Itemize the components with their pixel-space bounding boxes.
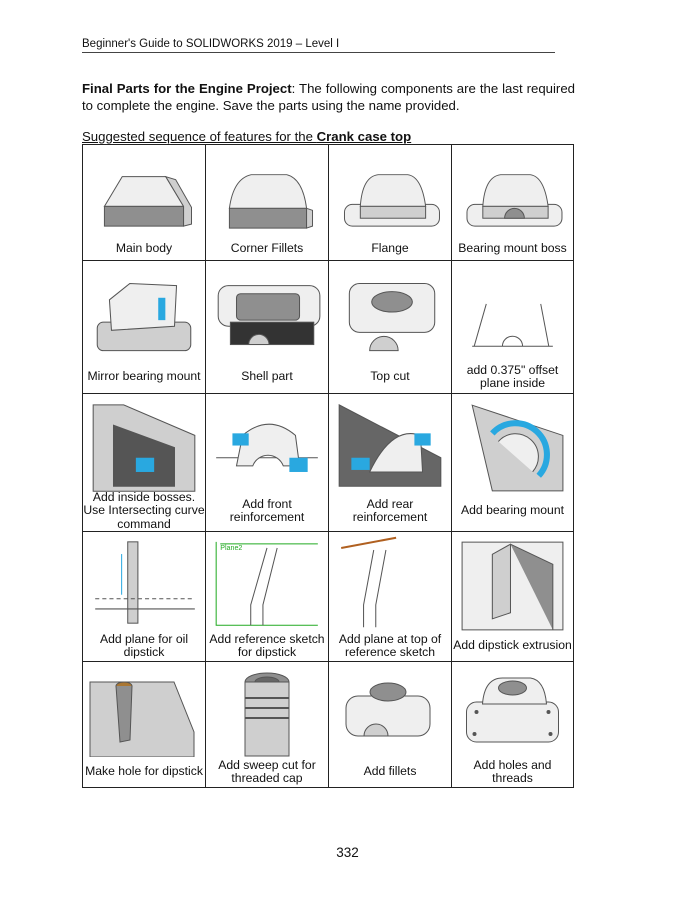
feature-caption: Add dipstick extrusion: [452, 631, 573, 661]
feature-caption-text: Flange: [371, 241, 409, 256]
feature-caption-text: Add plane at top of reference sketch: [338, 631, 442, 659]
crankcase-block-icon: [83, 145, 205, 239]
feature-caption-text: Add bearing mount: [461, 503, 564, 518]
feature-cell: Add sweep cut for threaded cap: [206, 662, 329, 787]
rear-reinforcement-icon: [329, 394, 451, 492]
feature-cell: Mirror bearing mount: [83, 261, 206, 394]
feature-caption-text: Add sweep cut for threaded cap: [218, 757, 316, 785]
intro-paragraph: Final Parts for the Engine Project: The …: [82, 80, 575, 114]
feature-cell: Add holes and threads: [452, 662, 573, 787]
feature-cell: Top cut: [329, 261, 452, 394]
sequence-heading: Suggested sequence of features for the C…: [82, 129, 411, 144]
intro-bold: Final Parts for the Engine Project: [82, 81, 292, 96]
feature-caption-text: Add rear reinforcement: [352, 496, 428, 524]
fillets-icon: [329, 662, 451, 757]
sequence-text: Suggested sequence of features for the: [82, 129, 317, 144]
feature-caption: Add holes and threads: [452, 757, 573, 787]
feature-grid: Main body Corner Fillets Flange Bearing …: [82, 144, 574, 788]
feature-cell: Add fillets: [329, 662, 452, 787]
shelled-part-icon: [206, 261, 328, 362]
dipstick-plane-icon: [83, 532, 205, 632]
feature-caption: Mirror bearing mount: [83, 361, 205, 393]
feature-caption-text: Add fillets: [363, 764, 417, 779]
top-cut-icon: [329, 261, 451, 362]
feature-cell: Corner Fillets: [206, 145, 329, 261]
feature-cell: add 0.375" offset plane inside: [452, 261, 573, 394]
feature-cell: Add plane for oil dipstick: [83, 532, 206, 662]
feature-caption: Add plane for oil dipstick: [83, 631, 205, 661]
feature-caption-text: Main body: [115, 241, 173, 256]
threaded-cap-icon: [206, 662, 328, 757]
feature-caption: Add rear reinforcement: [329, 491, 451, 531]
feature-cell: Shell part: [206, 261, 329, 394]
feature-caption: add 0.375" offset plane inside: [452, 361, 573, 393]
dipstick-hole-icon: [83, 662, 205, 758]
feature-cell: Make hole for dipstick: [83, 662, 206, 787]
feature-caption: Add plane at top of reference sketch: [329, 631, 451, 661]
feature-caption: Bearing mount boss: [452, 238, 573, 260]
feature-cell: Add rear reinforcement: [329, 394, 452, 532]
front-reinforcement-icon: [206, 394, 328, 492]
feature-caption-text: Add inside bosses. Use Intersecting curv…: [83, 489, 205, 531]
top-plane-icon: [329, 532, 451, 632]
crankcase-boss-icon: [452, 145, 573, 239]
feature-cell: Add front reinforcement: [206, 394, 329, 532]
feature-caption-text: Top cut: [370, 369, 410, 384]
mirror-boss-icon: [83, 261, 205, 362]
holes-threads-icon: [452, 662, 573, 757]
feature-caption: Add reference sketch for dipstick: [206, 631, 328, 661]
feature-caption: Top cut: [329, 361, 451, 393]
offset-plane-icon: [452, 261, 573, 362]
crankcase-flange-icon: [329, 145, 451, 239]
feature-caption: Add front reinforcement: [206, 491, 328, 531]
inside-bosses-icon: [83, 394, 205, 492]
feature-cell: Add plane at top of reference sketch: [329, 532, 452, 662]
crankcase-block-filleted-icon: [206, 145, 328, 239]
feature-caption-text: Bearing mount boss: [458, 241, 567, 256]
dipstick-extrusion-icon: [452, 532, 573, 632]
feature-caption: Add sweep cut for threaded cap: [206, 757, 328, 787]
feature-caption: Add inside bosses. Use Intersecting curv…: [83, 489, 205, 531]
feature-caption: Add fillets: [329, 757, 451, 787]
feature-caption-text: Corner Fillets: [230, 241, 304, 256]
feature-caption: Flange: [329, 238, 451, 260]
feature-caption: Main body: [83, 238, 205, 260]
feature-caption-text: Make hole for dipstick: [85, 764, 203, 779]
feature-caption: Corner Fillets: [206, 238, 328, 260]
feature-cell: Plane2 Add reference sketch for dipstick: [206, 532, 329, 662]
sequence-bold: Crank case top: [316, 129, 412, 144]
feature-caption-text: Add plane for oil dipstick: [99, 631, 189, 659]
feature-caption-text: add 0.375" offset plane inside: [466, 362, 559, 390]
page-number: 332: [336, 845, 359, 860]
svg-text:Plane2: Plane2: [220, 544, 242, 552]
feature-caption-text: Add holes and threads: [473, 757, 552, 785]
running-header: Beginner's Guide to SOLIDWORKS 2019 – Le…: [82, 38, 555, 53]
feature-caption-text: Mirror bearing mount: [87, 369, 201, 384]
feature-cell: Add inside bosses. Use Intersecting curv…: [83, 394, 206, 532]
feature-caption: Make hole for dipstick: [83, 757, 205, 787]
feature-caption-text: Add dipstick extrusion: [453, 638, 572, 653]
feature-cell: Add bearing mount: [452, 394, 573, 532]
feature-cell: Bearing mount boss: [452, 145, 573, 261]
feature-caption: Add bearing mount: [452, 491, 573, 531]
feature-cell: Flange: [329, 145, 452, 261]
intro-text: : The following components are the last …: [82, 81, 575, 113]
feature-caption-text: Add reference sketch for dipstick: [209, 631, 325, 659]
feature-caption-text: Add front reinforcement: [229, 496, 305, 524]
bearing-mount-icon: [452, 394, 573, 492]
reference-sketch-icon: Plane2: [206, 532, 328, 632]
feature-caption-text: Shell part: [241, 369, 293, 384]
feature-cell: Add dipstick extrusion: [452, 532, 573, 662]
feature-caption: Shell part: [206, 361, 328, 393]
feature-cell: Main body: [83, 145, 206, 261]
